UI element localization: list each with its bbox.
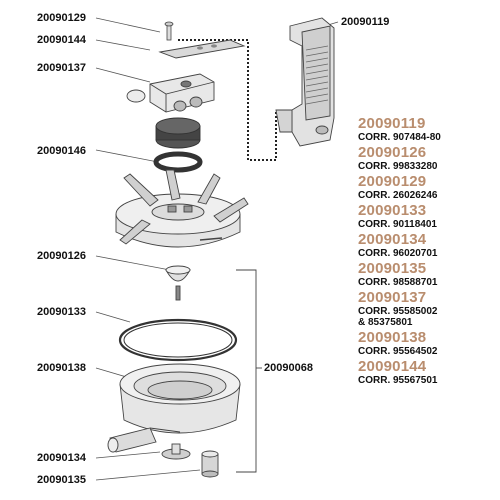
leader-20090134	[95, 451, 161, 459]
leader-20090126	[95, 255, 171, 271]
legend-code: 20090119	[358, 115, 426, 132]
o-ring	[118, 318, 238, 362]
callout-20090126: 20090126	[37, 250, 86, 262]
nozzle	[165, 265, 191, 301]
legend-code: 20090134	[358, 231, 427, 248]
legend-item: 20090119 CORR. 907484-80	[358, 115, 498, 144]
callout-20090146: 20090146	[37, 145, 86, 157]
legend-item: 20090133 CORR. 90118401	[358, 202, 498, 231]
leader-20090133	[95, 311, 131, 323]
dotted-guide	[178, 39, 277, 161]
parts-legend: 20090119 CORR. 907484-80 20090126 CORR. …	[358, 116, 498, 388]
leader-20090135	[95, 469, 201, 481]
legend-item: 20090126 CORR. 99833280	[358, 144, 498, 173]
gasket-plate	[158, 39, 246, 59]
legend-corr-secondary: & 85375801	[358, 317, 413, 328]
legend-code: 20090144	[358, 358, 427, 375]
callout-20090068: 20090068	[264, 362, 313, 374]
leader-20090129	[95, 17, 161, 33]
valve-block	[126, 73, 215, 113]
legend-corr: CORR. 96020701	[358, 248, 438, 259]
legend-item: 20090135 CORR. 98588701	[358, 260, 498, 289]
legend-item: 20090134 CORR. 96020701	[358, 231, 498, 260]
callout-20090133: 20090133	[37, 306, 86, 318]
base-body	[107, 363, 241, 453]
legend-corr: CORR. 95567501	[358, 375, 438, 386]
callout-20090129: 20090129	[37, 12, 86, 24]
callout-20090134: 20090134	[37, 452, 86, 464]
legend-code: 20090135	[358, 260, 427, 277]
callout-20090144: 20090144	[37, 34, 86, 46]
legend-corr: CORR. 95564502	[358, 346, 438, 357]
legend-code: 20090126	[358, 144, 427, 161]
legend-corr: CORR. 907484-80	[358, 132, 441, 143]
legend-corr: CORR. 26026246	[358, 190, 438, 201]
callout-20090119: 20090119	[341, 16, 390, 28]
legend-code: 20090138	[358, 329, 427, 346]
legend-code: 20090137	[358, 289, 427, 306]
legend-code: 20090129	[358, 173, 427, 190]
legend-corr: CORR. 98588701	[358, 277, 438, 288]
callout-20090138: 20090138	[37, 362, 86, 374]
drain-plug	[201, 450, 219, 478]
legend-item: 20090129 CORR. 26026246	[358, 173, 498, 202]
leader-20090144	[95, 39, 151, 51]
legend-corr: CORR. 95585002	[358, 306, 438, 317]
lid-with-claws	[115, 169, 249, 248]
legend-corr: CORR. 90118401	[358, 219, 437, 230]
callout-20090137: 20090137	[37, 62, 86, 74]
leader-lines	[95, 17, 339, 481]
legend-item: 20090137 CORR. 95585002 & 85375801	[358, 289, 498, 329]
screw	[164, 21, 174, 41]
seal-ring	[153, 151, 203, 173]
callout-20090135: 20090135	[37, 474, 86, 486]
handle-grip-lines	[305, 45, 329, 105]
legend-code: 20090133	[358, 202, 427, 219]
legend-item: 20090138 CORR. 95564502	[358, 329, 498, 358]
legend-corr: CORR. 99833280	[358, 161, 438, 172]
legend-item: 20090144 CORR. 95567501	[358, 358, 498, 387]
valve-disc	[161, 443, 191, 460]
handle	[275, 17, 335, 147]
leader-20090146	[95, 149, 159, 163]
group-bracket	[236, 269, 257, 473]
leader-20090137	[95, 67, 151, 83]
valve-cap	[155, 117, 201, 149]
